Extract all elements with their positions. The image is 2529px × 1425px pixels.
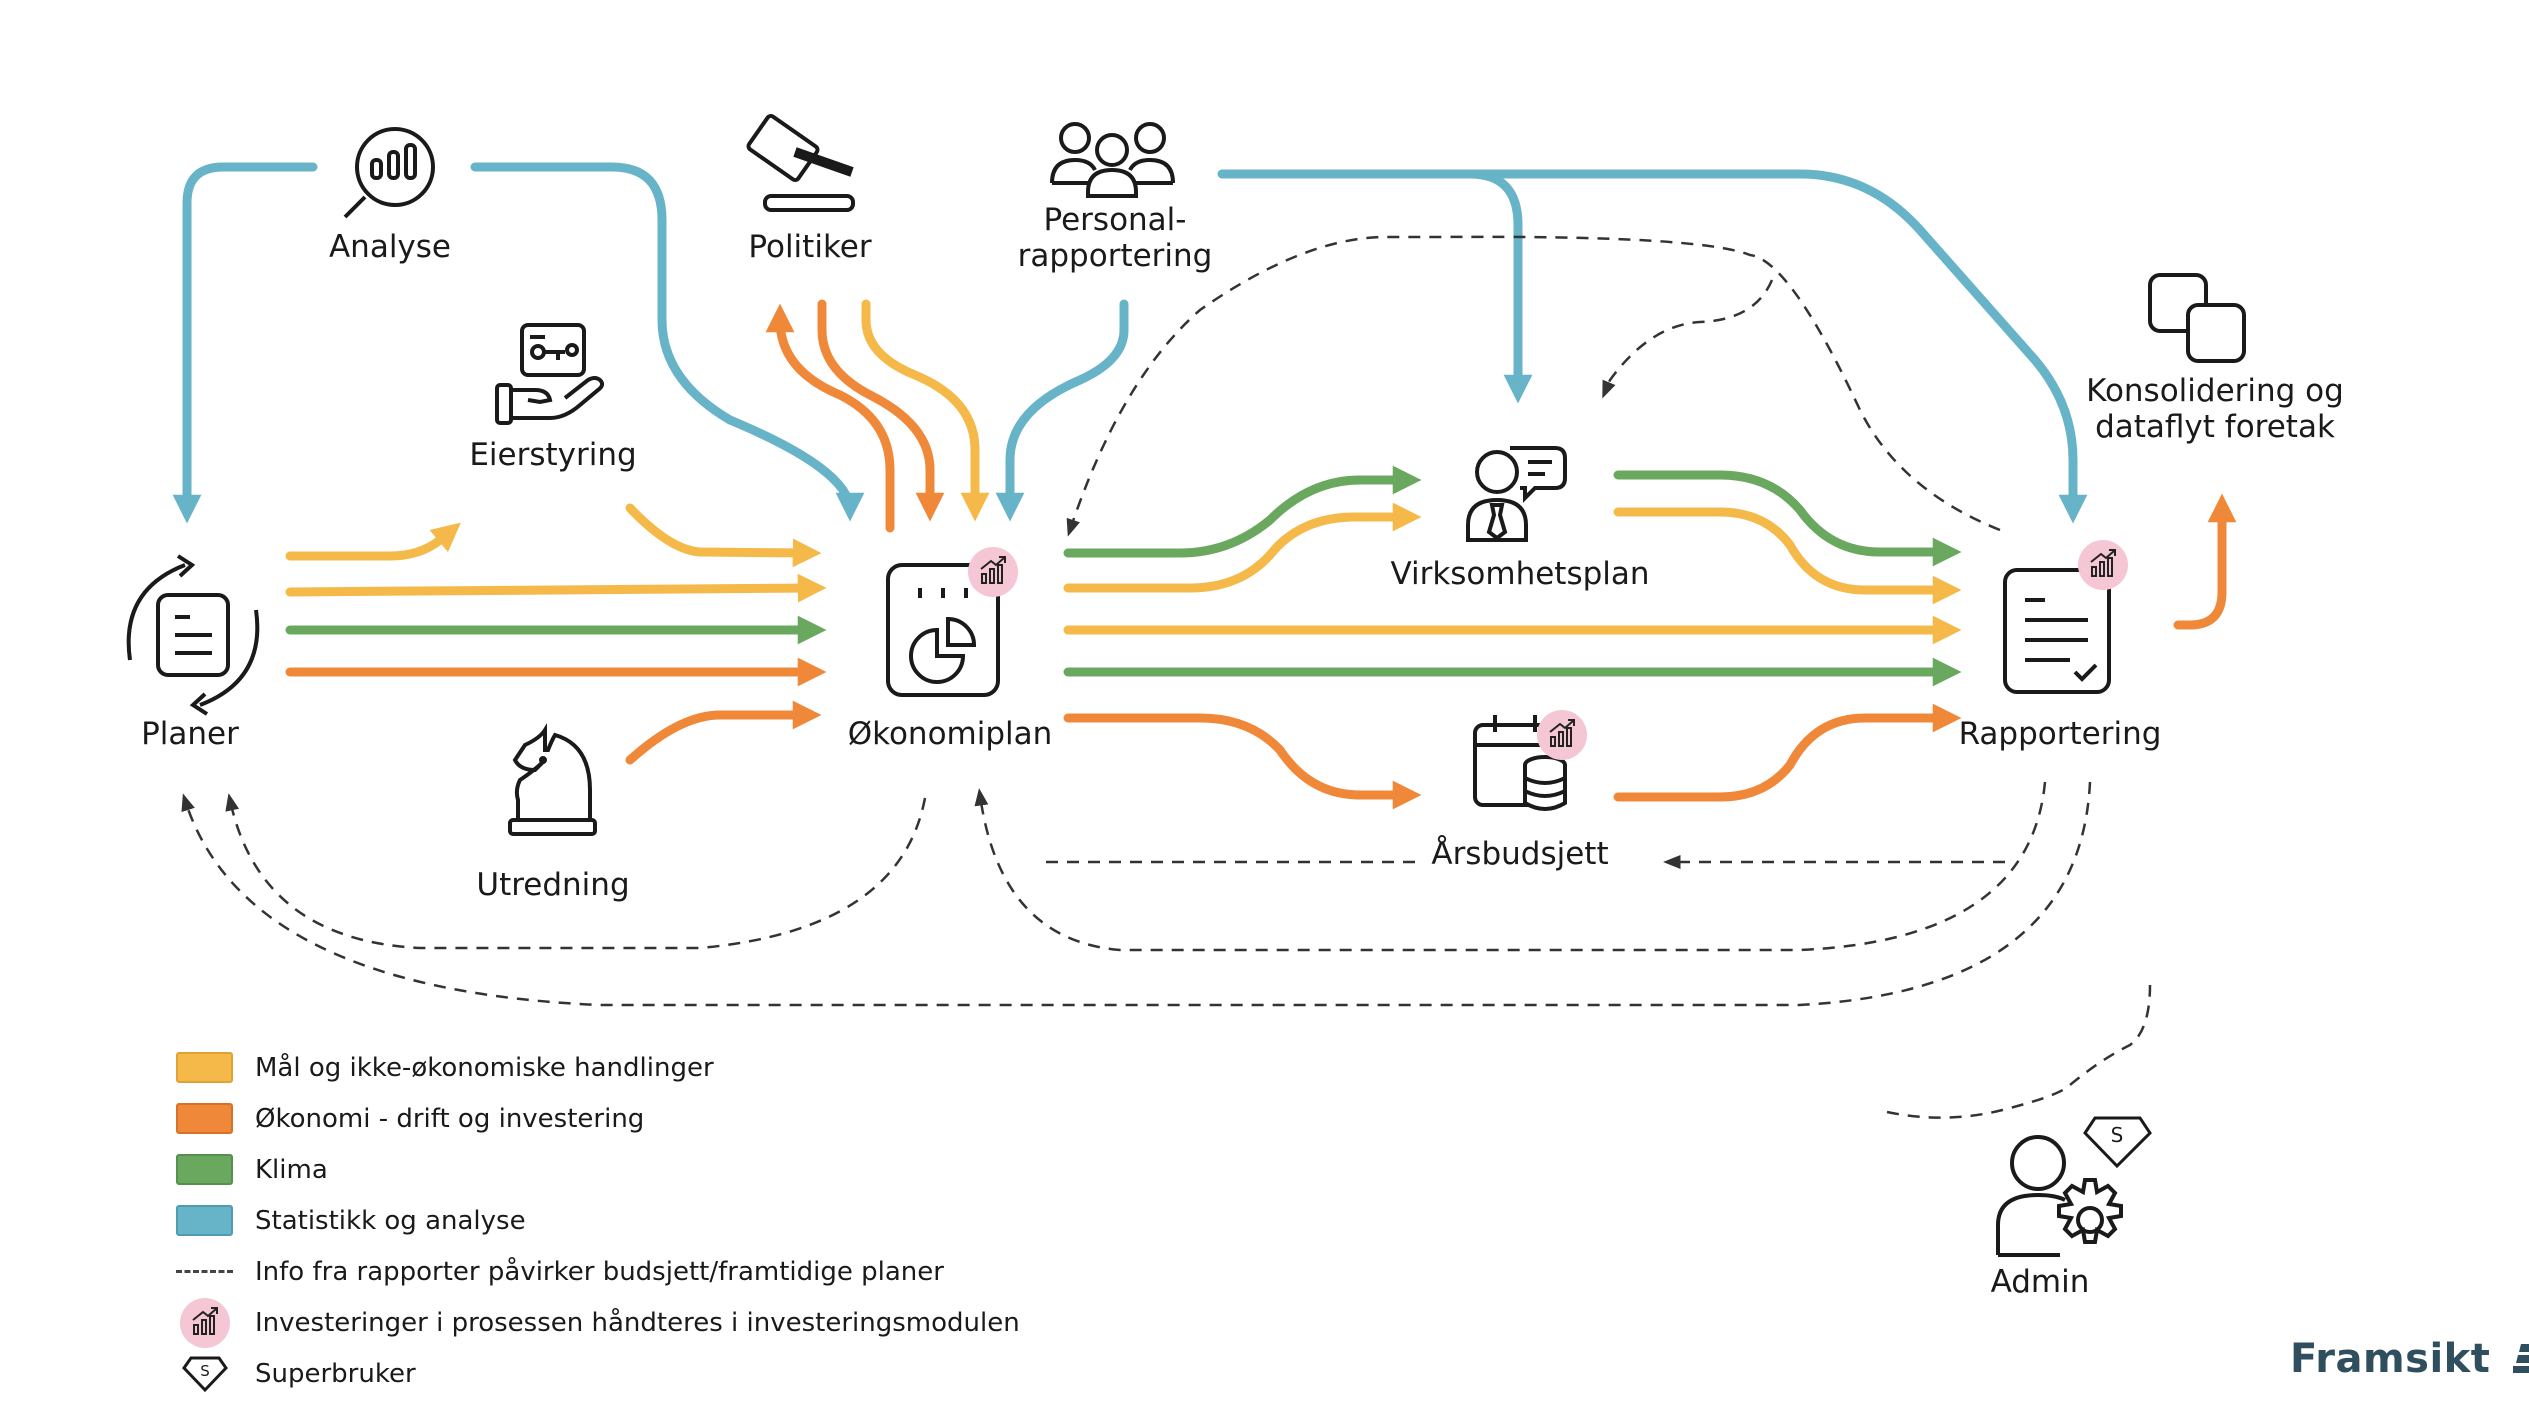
label-okonomiplan: Økonomiplan [847,716,1053,752]
flow-politiker-to-okonomiplan-goals [861,299,990,522]
cycle-document-icon [126,554,260,716]
legend-item-superbruker: S Superbruker [176,1348,1020,1399]
legend-label: Klima [255,1154,328,1185]
legend-item-economy: Økonomi - drift og investering [176,1093,1020,1144]
brand-logo: Framsikt [2290,1336,2529,1382]
flow-virksomhetsplan-to-rapportering-goals [1613,507,1962,605]
legend-label: Mål og ikke-økonomiske handlinger [255,1052,714,1083]
flow-analyse-to-okonomiplan [470,162,865,522]
user-gear-icon [1996,1135,2123,1257]
legend-item-goals: Mål og ikke-økonomiske handlinger [176,1042,1020,1093]
brand-mark-icon [2512,1344,2529,1373]
label-planer: Planer [141,716,239,752]
label-virksomhetsplan: Virksomhetsplan [1390,556,1650,592]
brand-name: Framsikt [2290,1336,2491,1382]
label-personal-line1: Personal- [1043,202,1187,238]
legend-label: Info fra rapporter påvirker budsjett/fra… [255,1256,944,1287]
overlapping-squares-icon [2148,273,2246,363]
feedback-rapportering-to-planer [181,781,2092,1007]
flow-personal-to-rapportering [1465,169,2088,524]
label-konsolidering-line2: dataflyt foretak [2095,408,2335,445]
people-group-icon [1050,122,1175,198]
investment-badge-icon [1536,709,1588,761]
chess-knight-icon [508,723,597,836]
label-konsolidering-line1: Konsolidering og [2086,373,2344,409]
legend-item-statistics: Statistikk og analyse [176,1195,1020,1246]
label-rapportering: Rapportering [1958,716,2162,752]
investment-badge-icon [2077,539,2129,591]
flow-utredning-to-okonomiplan [625,700,822,765]
svg-text:S: S [200,1362,210,1380]
investment-badge-icon [967,546,1019,598]
feedback-rapportering-to-okonomiplan-top [1066,235,2001,537]
label-arsbudsjett: Årsbudsjett [1431,836,1609,872]
label-eierstyring: Eierstyring [469,437,637,473]
flow-okonomiplan-to-politiker [765,303,895,533]
flow-virksomhetsplan-to-rapportering-climate [1613,470,1962,567]
legend-label: Superbruker [255,1358,416,1389]
label-personalrapportering: Personal- rapportering [1000,202,1230,274]
gavel-icon [746,113,855,212]
legend-swatch-statistics [176,1205,233,1236]
flow-okonomiplan-to-virksomhetsplan-goals [1063,502,1422,593]
label-personal-line2: rapportering [1017,237,1213,274]
label-konsolidering: Konsolidering og dataflyt foretak [2065,373,2365,445]
flow-arsbudsjett-to-rapportering [1613,703,1962,802]
admin-connector [1886,984,2152,1119]
label-politiker: Politiker [748,229,872,265]
flow-analyse-to-planer [172,162,318,524]
legend-swatch-climate [176,1154,233,1185]
flow-okonomiplan-to-arsbudsjett [1063,713,1422,810]
legend-item-climate: Klima [176,1144,1020,1195]
diamond-s-icon: S [2083,1116,2152,1169]
legend-swatch-economy [176,1103,233,1134]
investment-badge-icon [176,1297,233,1348]
speaker-person-icon [1466,446,1567,542]
flow-okonomiplan-to-virksomhetsplan-climate [1063,465,1422,558]
legend: Mål og ikke-økonomiske handlinger Økonom… [176,1042,1020,1399]
label-analyse: Analyse [328,229,452,265]
feedback-to-virksomhetsplan [1602,279,1774,399]
feedback-rapportering-to-okonomiplan-long [974,781,2047,952]
legend-swatch-goals [176,1052,233,1083]
dashed-line-icon [176,1270,233,1273]
label-admin: Admin [1990,1264,2090,1300]
flow-rapportering-to-konsolidering [2173,493,2237,630]
legend-item-feedback: Info fra rapporter påvirker budsjett/fra… [176,1246,1020,1297]
hand-key-card-icon [495,323,605,425]
checklist-document-icon [2003,568,2111,694]
svg-text:S: S [2111,1123,2124,1147]
magnifier-chart-icon [343,127,435,219]
flow-personal-to-okonomiplan [995,299,1129,522]
flow-politiker-to-okonomiplan-economy [817,299,945,522]
legend-label: Investeringer i prosessen håndteres i in… [255,1307,1020,1338]
label-utredning: Utredning [476,867,630,903]
legend-label: Statistikk og analyse [255,1205,526,1236]
flow-eierstyring-to-okonomiplan [625,503,822,568]
flow-personal-to-virksomhetsplan [1217,169,1533,404]
flow-planer-to-eierstyring [285,522,461,561]
flow-planer-goals [285,573,827,603]
legend-item-investment: Investeringer i prosessen håndteres i in… [176,1297,1020,1348]
legend-label: Økonomi - drift og investering [255,1103,645,1134]
pie-chart-document-icon [886,563,1000,697]
diamond-s-icon: S [176,1354,233,1394]
